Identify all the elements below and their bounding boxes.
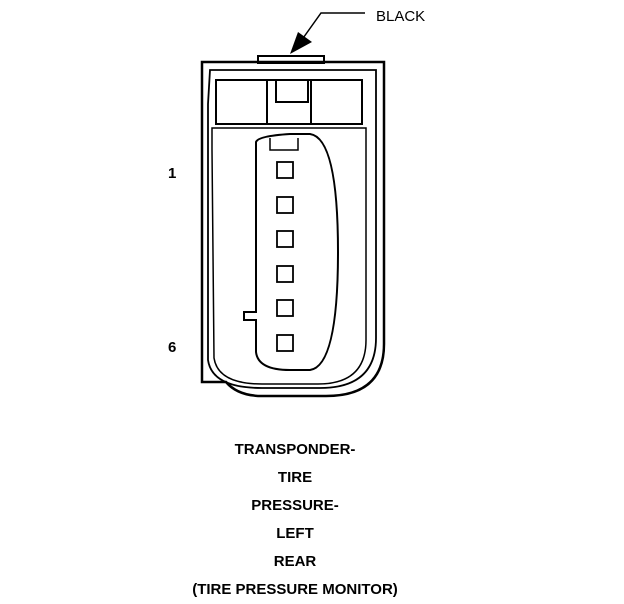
terminal-cavity-6 bbox=[276, 334, 294, 352]
terminal-cavity-2 bbox=[276, 196, 294, 214]
inner-chamber bbox=[211, 127, 367, 385]
callout-leader-line bbox=[295, 12, 365, 49]
lock-bar-notch bbox=[275, 79, 309, 103]
connector-body bbox=[200, 55, 386, 398]
caption-line-pressure: PRESSURE- bbox=[251, 497, 339, 514]
terminal-cavity-5 bbox=[276, 299, 294, 317]
pin-label-last: 6 bbox=[168, 339, 176, 356]
pin-label-first: 1 bbox=[168, 165, 176, 182]
connector-diagram: BLACK 1 6 bbox=[168, 8, 425, 398]
terminal-cavities bbox=[276, 161, 294, 352]
caption-line-tire: TIRE bbox=[277, 469, 313, 486]
caption-line-monitor: (TIRE PRESSURE MONITOR) bbox=[192, 581, 398, 598]
terminal-cavity-4 bbox=[276, 265, 294, 283]
color-label: BLACK bbox=[376, 8, 425, 25]
outer-housing bbox=[200, 60, 386, 398]
terminal-cavity-3 bbox=[276, 230, 294, 248]
color-callout: BLACK bbox=[290, 8, 425, 54]
insert-key-notch bbox=[269, 138, 299, 151]
cavity-insert bbox=[243, 133, 340, 371]
inner-housing bbox=[207, 69, 377, 389]
terminal-cavity-1 bbox=[276, 161, 294, 179]
caption-line-left: LEFT bbox=[276, 525, 314, 542]
caption-line-transponder: TRANSPONDER- bbox=[234, 441, 356, 458]
callout-arrowhead bbox=[290, 32, 312, 54]
connector-caption: TRANSPONDER- TIRE PRESSURE- LEFT REAR (T… bbox=[0, 436, 590, 604]
caption-line-rear: REAR bbox=[273, 553, 317, 570]
